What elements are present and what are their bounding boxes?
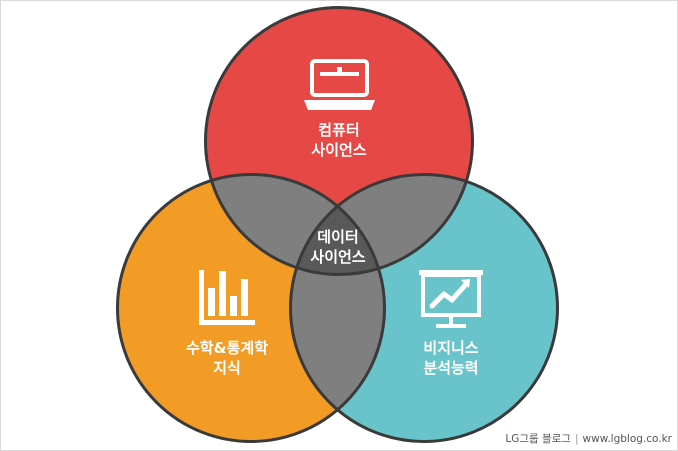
credit-url[interactable]: www.lgblog.co.kr [582,433,672,445]
credit-source: LG그룹 블로그 [505,433,571,445]
laptop-icon [304,59,375,110]
data-science-label-line1: 데이터 [317,228,359,246]
presentation-board-icon [419,270,483,328]
computer-science-label-line1: 컴퓨터 [318,121,360,139]
bar-chart-icon [199,270,255,325]
business-analysis-label-line2: 분석능력 [423,359,479,377]
data-science-center [290,174,385,275]
data-science-label: 데이터 사이언스 [310,227,365,267]
outline-business [289,173,559,443]
computer-science-label: 컴퓨터 사이언스 [311,120,366,160]
source-credit: LG그룹 블로그|www.lgblog.co.kr [505,433,672,445]
data-science-label-line2: 사이언스 [310,248,366,266]
computer-science-label-line2: 사이언스 [311,141,367,159]
math-statistics-label-line1: 수학&통계학 [185,339,269,357]
outline-computer [204,6,474,276]
business-analysis-label: 비지니스 분석능력 [423,338,478,378]
math-statistics-label-line2: 지식 [213,359,241,377]
business-analysis-label-line1: 비지니스 [423,339,479,357]
math-statistics-label: 수학&통계학 지식 [186,338,268,378]
outline-math [116,173,386,443]
